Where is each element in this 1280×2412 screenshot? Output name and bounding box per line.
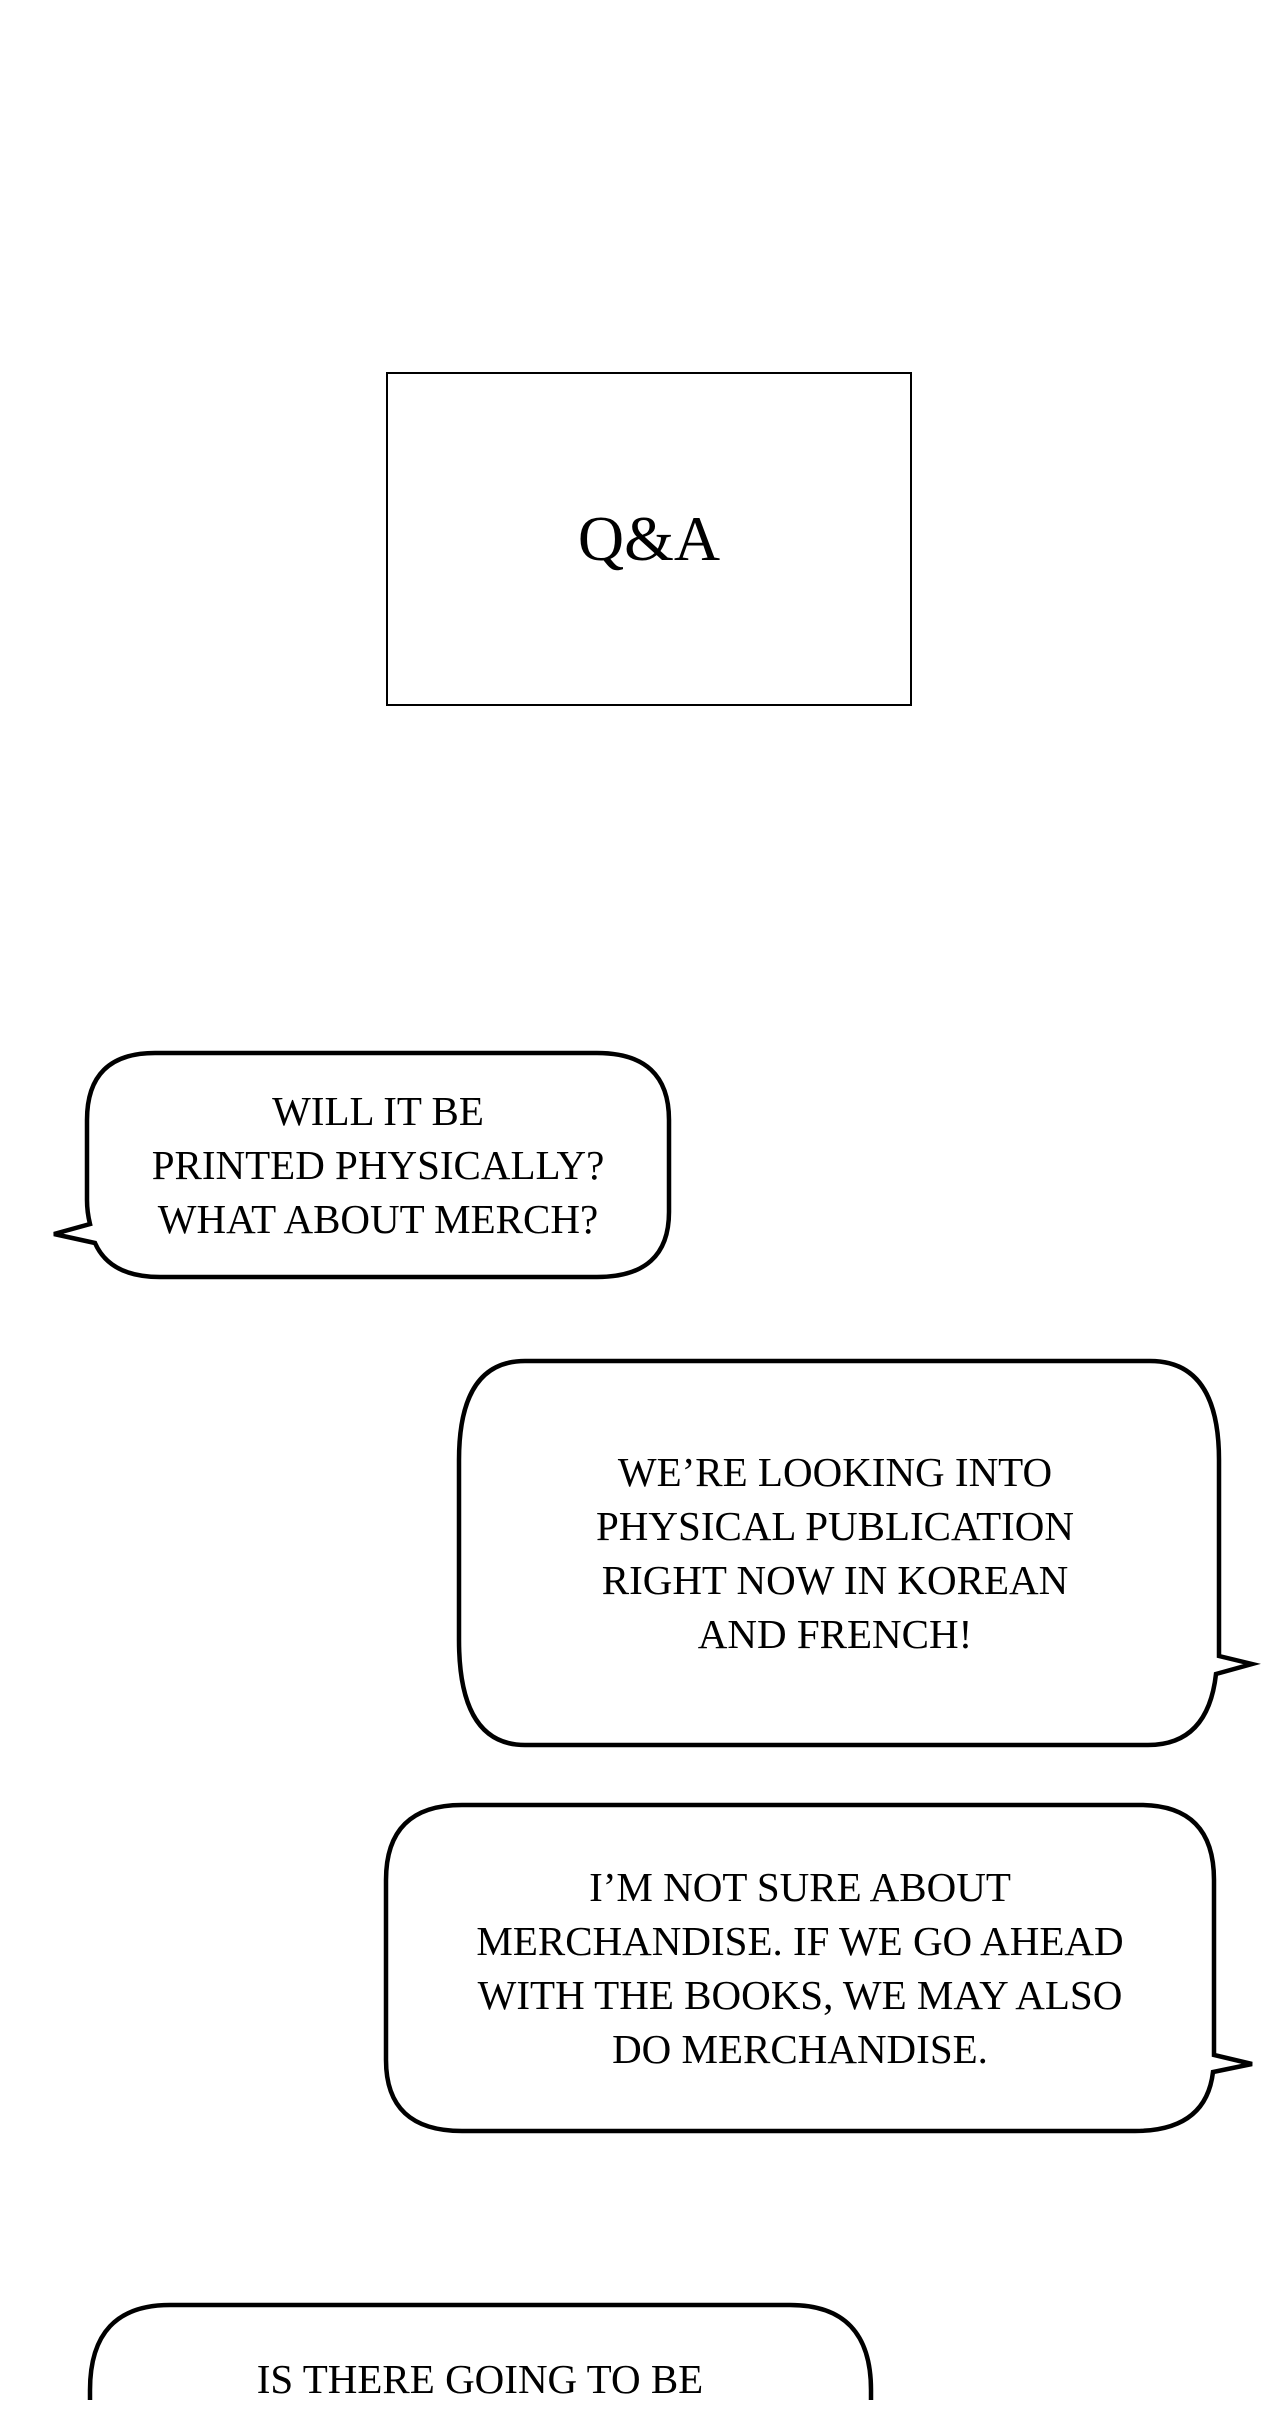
speech-bubble-4	[87, 2302, 874, 2400]
speech-bubble-3	[383, 1802, 1253, 2134]
speech-bubble-1	[53, 1050, 672, 1280]
qa-title: Q&A	[577, 503, 721, 574]
qa-title-panel: Q&A	[386, 372, 912, 706]
bubble-3-text: I’M NOT SURE ABOUT MERCHANDISE. IF WE GO…	[476, 1864, 1124, 2072]
bubble-1-text: WILL IT BE PRINTED PHYSICALLY? WHAT ABOU…	[151, 1088, 605, 1242]
bubble-4-text: IS THERE GOING TO BE	[256, 2356, 704, 2402]
speech-bubble-2	[456, 1358, 1261, 1748]
bubble-2-text: WE’RE LOOKING INTO PHYSICAL PUBLICATION …	[596, 1449, 1074, 1657]
